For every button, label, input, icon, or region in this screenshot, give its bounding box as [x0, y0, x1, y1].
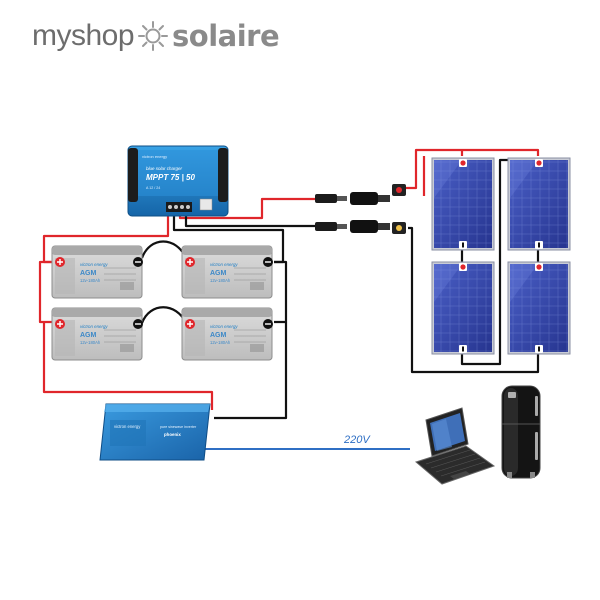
plus-icon — [57, 259, 63, 265]
minus-icon — [538, 242, 540, 248]
battery-type: AGM — [210, 270, 227, 277]
battery-type: AGM — [80, 332, 97, 339]
inverter: victron energy pure sinewave inverter ph… — [99, 403, 211, 461]
battery-rating: 12v-180Ah — [80, 340, 101, 345]
refrigerator-icon — [501, 385, 541, 479]
panel-array-negative-wire — [408, 226, 540, 374]
battery-bank-positive-link — [38, 260, 52, 324]
panel-array-positive-wire — [408, 148, 540, 190]
mc4-connector-positive — [315, 184, 406, 205]
solar-panel — [431, 157, 495, 251]
brand-word-2: solaire — [172, 19, 280, 53]
minus-icon — [538, 346, 540, 352]
solar-panel — [507, 261, 571, 355]
laptop-icon — [414, 407, 496, 485]
inverter-positive-wire — [42, 322, 214, 410]
minus-icon — [462, 242, 464, 248]
solar-panel — [507, 157, 571, 251]
controller-subtitle: blue solar charger — [146, 166, 183, 171]
mc4-connector-negative — [315, 220, 406, 234]
solar-panel — [431, 261, 495, 355]
controller-model: MPPT 75 | 50 — [146, 173, 195, 182]
brand-word-1: myshop — [32, 19, 135, 52]
plus-icon — [536, 160, 542, 166]
controller-brand: victron energy — [142, 154, 167, 159]
battery-type: AGM — [80, 270, 97, 277]
battery-brand: victron energy — [80, 324, 108, 329]
battery-rating: 12v-180Ah — [210, 278, 231, 283]
plus-icon — [536, 264, 542, 270]
battery-brand: victron energy — [80, 262, 108, 267]
battery-link-mid-wire — [140, 306, 187, 324]
battery-type: AGM — [210, 332, 227, 339]
battery-rating: 12v-180Ah — [210, 340, 231, 345]
inverter-subtitle: pure sinewave inverter — [160, 425, 197, 429]
battery-brand: victron energy — [210, 324, 238, 329]
battery-brand: victron energy — [210, 262, 238, 267]
inverter-negative-wire — [214, 322, 288, 420]
plus-icon — [187, 321, 193, 327]
battery-bank-negative-link — [274, 260, 288, 324]
pv-negative-wire — [184, 212, 320, 228]
plus-icon — [460, 264, 466, 270]
plus-icon — [187, 259, 193, 265]
controller-spec: A 12 / 24 — [146, 186, 160, 190]
minus-icon — [462, 346, 464, 352]
ac-voltage-label: 220V — [343, 434, 371, 446]
battery-rating: 12v-180Ah — [80, 278, 101, 283]
battery-link-top-wire — [140, 240, 188, 259]
sun-icon — [138, 21, 169, 51]
plus-icon — [460, 160, 466, 166]
inverter-brand: victron energy — [114, 424, 141, 429]
plus-icon — [57, 321, 63, 327]
solar-panel-array — [431, 157, 571, 355]
inverter-model: phoenix — [164, 432, 181, 437]
brand-logo: myshop solaire — [32, 16, 280, 56]
mppt-charge-controller: victron energy blue solar charger MPPT 7… — [127, 145, 229, 217]
